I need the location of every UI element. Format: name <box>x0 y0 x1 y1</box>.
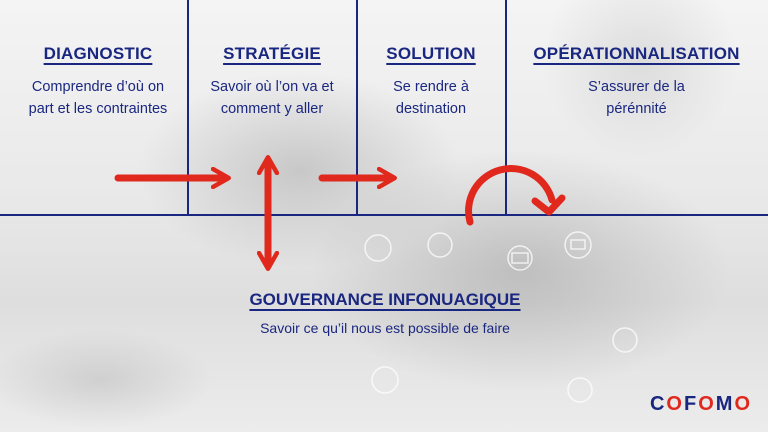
column-desc: S’assurer de la pérénnité <box>588 79 685 117</box>
column-desc: Se rendre à destination <box>393 79 469 117</box>
column-title: SOLUTION <box>386 44 476 63</box>
column-title: OPÉRATIONNALISATION <box>533 44 740 63</box>
cofomo-logo: COFOMO <box>649 393 752 415</box>
column-solution: SOLUTION Se rendre à destination <box>360 44 502 120</box>
circular-arrow-icon <box>465 165 556 226</box>
column-desc: Comprendre d’où on part et les contraint… <box>28 79 168 117</box>
column-strategie: STRATÉGIE Savoir où l’on va et comment y… <box>191 44 353 120</box>
governance-desc: Savoir ce qu’il nous est possible de fai… <box>260 320 510 336</box>
governance-block: GOUVERNANCE INFONUAGIQUE Savoir ce qu’il… <box>200 290 570 336</box>
divider-2 <box>356 0 358 216</box>
column-operationnalisation: OPÉRATIONNALISATION S’assurer de la péré… <box>509 44 764 120</box>
column-title: STRATÉGIE <box>223 44 321 63</box>
column-desc: Savoir où l’on va et comment y aller <box>210 79 334 117</box>
column-diagnostic: DIAGNOSTIC Comprendre d’où on part et le… <box>14 44 182 120</box>
column-title: DIAGNOSTIC <box>43 44 153 63</box>
governance-title: GOUVERNANCE INFONUAGIQUE <box>249 290 521 309</box>
divider-3 <box>505 0 507 216</box>
horizontal-divider <box>0 214 768 216</box>
divider-1 <box>187 0 189 216</box>
